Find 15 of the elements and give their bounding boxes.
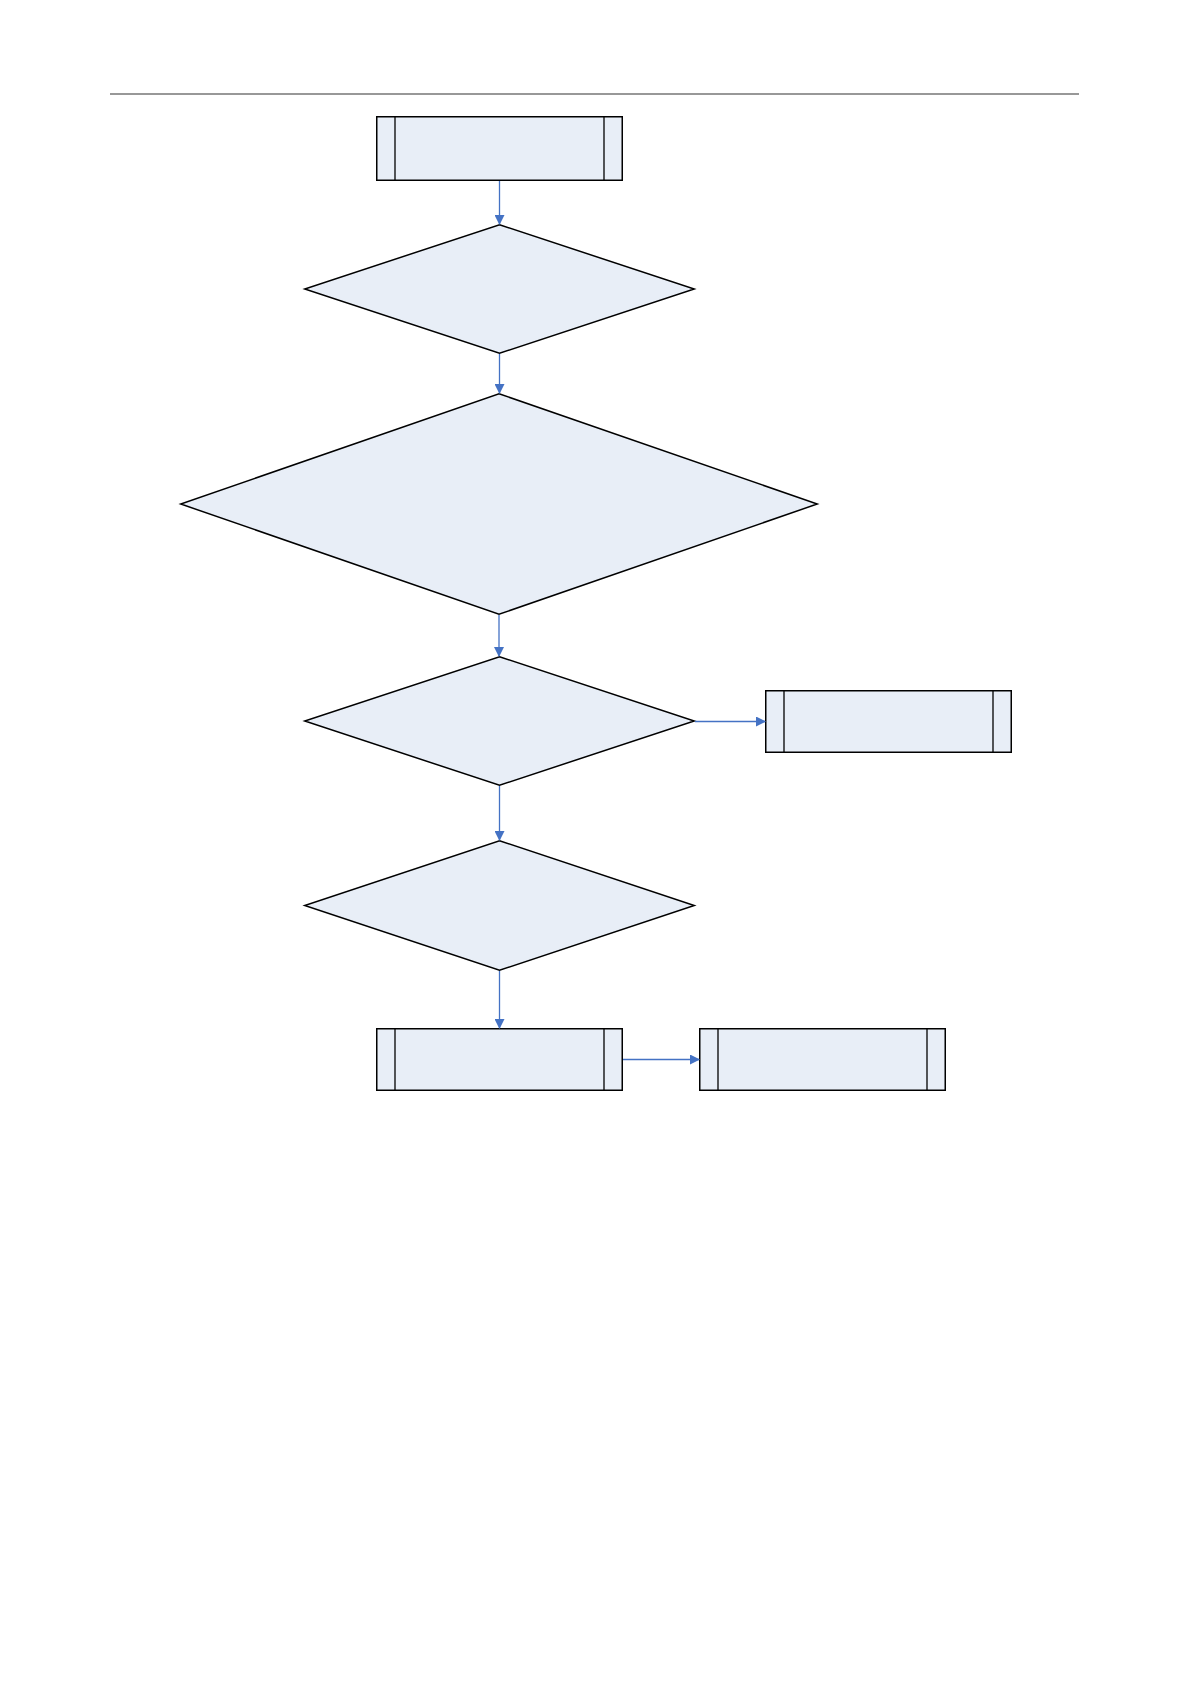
arrow xyxy=(494,180,505,225)
arrow xyxy=(494,785,505,841)
decision-diamond xyxy=(180,393,818,615)
decision-diamond xyxy=(304,224,695,354)
arrow xyxy=(494,614,504,657)
arrow xyxy=(494,970,505,1029)
subprocess-box xyxy=(765,690,1012,753)
arrow xyxy=(622,1054,700,1065)
subprocess-box xyxy=(376,1028,623,1091)
arrow xyxy=(494,353,505,394)
subprocess-box xyxy=(699,1028,946,1091)
decision-diamond xyxy=(304,840,695,971)
arrow xyxy=(694,716,766,727)
decision-diamond xyxy=(304,656,695,786)
subprocess-box xyxy=(376,116,623,181)
